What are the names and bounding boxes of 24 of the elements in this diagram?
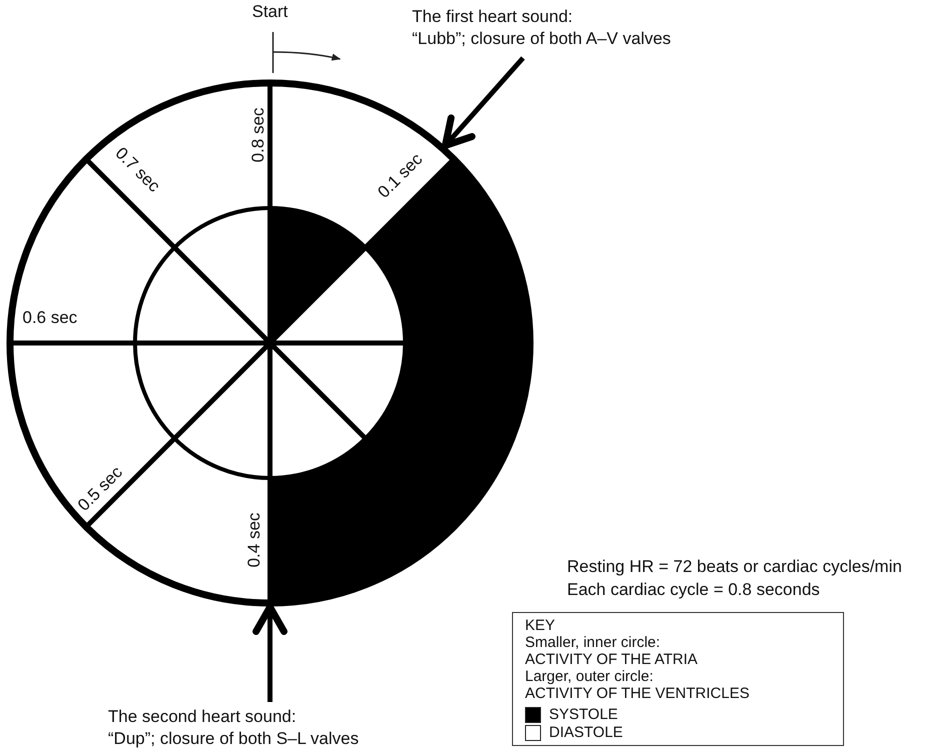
legend-label: DIASTOLE [549,724,623,741]
note-text: Resting HR = 72 beats or cardiac cycles/min [567,556,902,578]
cardiac-cycle-wheel-drawing [6,80,534,606]
key-text: Larger, outer circle: [525,668,654,685]
note-text: Each cardiac cycle = 0.8 seconds [567,579,820,601]
legend-label: SYSTOLE [549,706,618,723]
annotation-text: “Lubb”; closure of both A–V valves [412,28,671,50]
arrow [252,604,288,702]
time-label: 0.5 sec [72,462,127,516]
annotation-heading: The second heart sound: [108,706,298,728]
time-label: 0.7 sec [110,142,164,198]
arrow [442,56,525,150]
key-panel [512,612,844,746]
time-label: 0.4 sec [242,512,264,568]
start-label: Start [252,1,288,23]
key-text: ACTIVITY OF THE ATRIA [525,651,699,668]
key-heading: KEY [525,617,556,634]
time-label: 0.8 sec [246,108,268,162]
annotation-heading: The first heart sound: [412,6,574,28]
key-text: Smaller, inner circle: [525,634,662,651]
annotation-text: “Dup”; closure of both S–L valves [108,728,359,750]
key-text: ACTIVITY OF THE VENTRICLES [525,685,750,702]
time-label: 0.1 sec [372,148,427,204]
time-label: 0.6 sec [22,307,78,329]
